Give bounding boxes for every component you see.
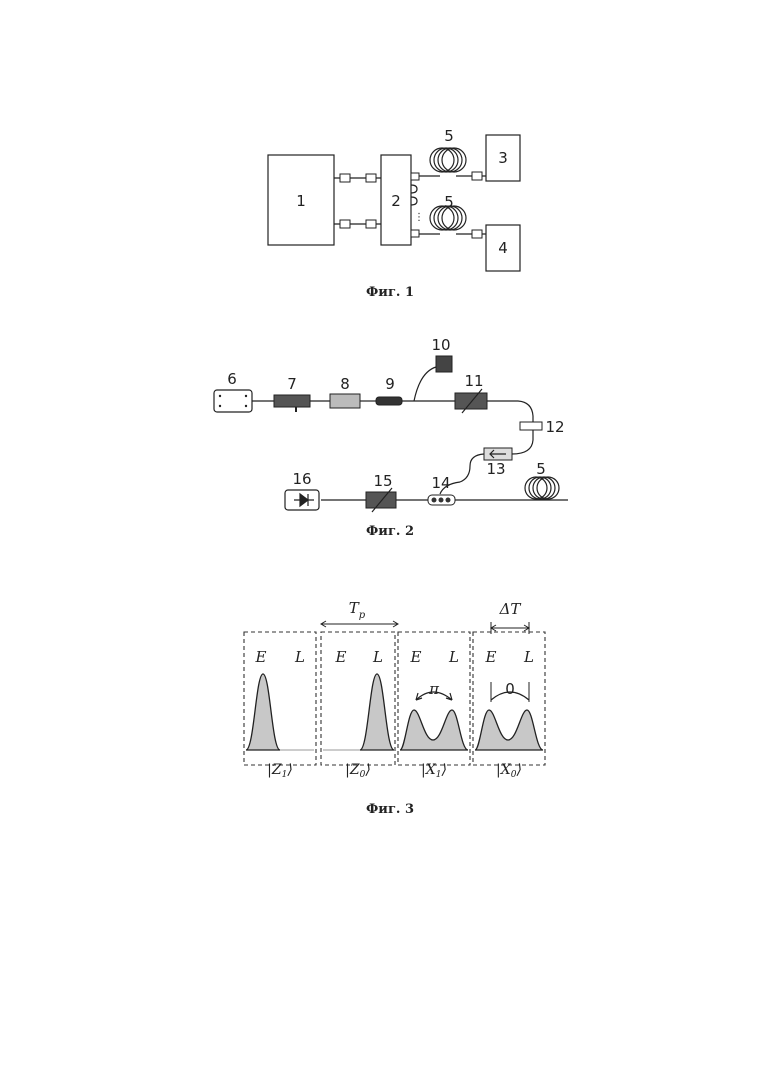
fig3-pulse-x0 bbox=[475, 710, 543, 750]
fig2-label-10: 10 bbox=[431, 336, 450, 354]
fig1-block-3-label: 3 bbox=[498, 149, 508, 167]
fig1-fiber-coil-bottom: 5 bbox=[419, 193, 486, 238]
fig2-component-11 bbox=[455, 393, 487, 409]
fig1-fiber-bottom-label: 5 bbox=[444, 193, 454, 211]
fig2-label-9: 9 bbox=[385, 375, 395, 393]
fig2-label-6: 6 bbox=[227, 370, 237, 388]
fig3-l-label-1: L bbox=[294, 648, 305, 666]
svg-text:|X1⟩: |X1⟩ bbox=[421, 762, 447, 780]
fig3-ket-x1: |X1⟩ bbox=[421, 762, 447, 780]
fig2-component-7 bbox=[274, 395, 310, 407]
fig3-e-label-2: E bbox=[335, 648, 347, 666]
fig1-connectors-1-2 bbox=[334, 174, 381, 228]
fig1-caption: Фиг. 1 bbox=[366, 285, 414, 300]
fig2-label-14: 14 bbox=[431, 474, 450, 492]
fig2-component-8 bbox=[330, 394, 360, 408]
fig2-label-12: 12 bbox=[545, 418, 564, 436]
fig2-label-13: 13 bbox=[486, 460, 505, 478]
fig2-fiber-coil bbox=[525, 477, 559, 499]
fig3-pulse-z0-late bbox=[360, 674, 394, 750]
fig2-component-6 bbox=[214, 390, 252, 412]
fig3-l-label-3: L bbox=[448, 648, 459, 666]
fig2-label-7: 7 bbox=[287, 375, 297, 393]
fig2-diagram: 6 7 8 9 10 11 12 13 14 15 16 5 Фиг. 2 bbox=[214, 336, 568, 539]
fig1-fiber-top-label: 5 bbox=[444, 127, 454, 145]
fig1-ports: ⋮ bbox=[411, 173, 424, 237]
fig2-label-11: 11 bbox=[464, 372, 483, 390]
fig3-e-label-1: E bbox=[255, 648, 267, 666]
fig3-l-label-2: L bbox=[372, 648, 383, 666]
fig3-ket-z0: |Z0⟩ bbox=[345, 762, 371, 780]
fig3-e-label-4: E bbox=[485, 648, 497, 666]
fig3-pulse-z1-early bbox=[246, 674, 280, 750]
fig3-ket-z1: |Z1⟩ bbox=[267, 762, 293, 780]
fig3-dt-label: ΔT bbox=[499, 600, 522, 618]
fig2-caption: Фиг. 2 bbox=[366, 524, 414, 539]
fig1-block-2-label: 2 bbox=[391, 192, 401, 210]
fig3-zero-label: 0 bbox=[505, 680, 515, 698]
fig1-fiber-coil-top: 5 bbox=[419, 127, 486, 180]
fig3-e-label-3: E bbox=[410, 648, 422, 666]
fig1-block-1-label: 1 bbox=[296, 192, 306, 210]
fig1-block-4-label: 4 bbox=[498, 239, 508, 257]
fig2-component-15 bbox=[366, 492, 396, 508]
fig2-label-16: 16 bbox=[292, 470, 311, 488]
fig2-component-12 bbox=[520, 422, 542, 430]
fig2-component-10 bbox=[436, 356, 452, 372]
fig3-caption: Фиг. 3 bbox=[366, 802, 414, 817]
fig3-ket-x0: |X0⟩ bbox=[496, 762, 522, 780]
fig3-pulse-x1 bbox=[400, 710, 468, 750]
svg-text:|X0⟩: |X0⟩ bbox=[496, 762, 522, 780]
svg-text:|Z1⟩: |Z1⟩ bbox=[267, 762, 293, 780]
fig3-pi-label: π bbox=[428, 680, 440, 698]
fig2-label-8: 8 bbox=[340, 375, 350, 393]
fig1-diagram: 1 2 ⋮ 5 bbox=[268, 127, 520, 300]
fig2-label-15: 15 bbox=[373, 472, 392, 490]
fig3-tp-label: Tp bbox=[349, 599, 366, 621]
svg-text:⋮: ⋮ bbox=[414, 212, 424, 223]
fig2-component-9 bbox=[376, 397, 402, 405]
svg-text:|Z0⟩: |Z0⟩ bbox=[345, 762, 371, 780]
fig3-l-label-4: L bbox=[523, 648, 534, 666]
fig2-label-5: 5 bbox=[536, 460, 546, 478]
fig3-diagram: E L E L E L E L Tp ΔT π 0 |Z1⟩ |Z0⟩ bbox=[244, 599, 545, 817]
